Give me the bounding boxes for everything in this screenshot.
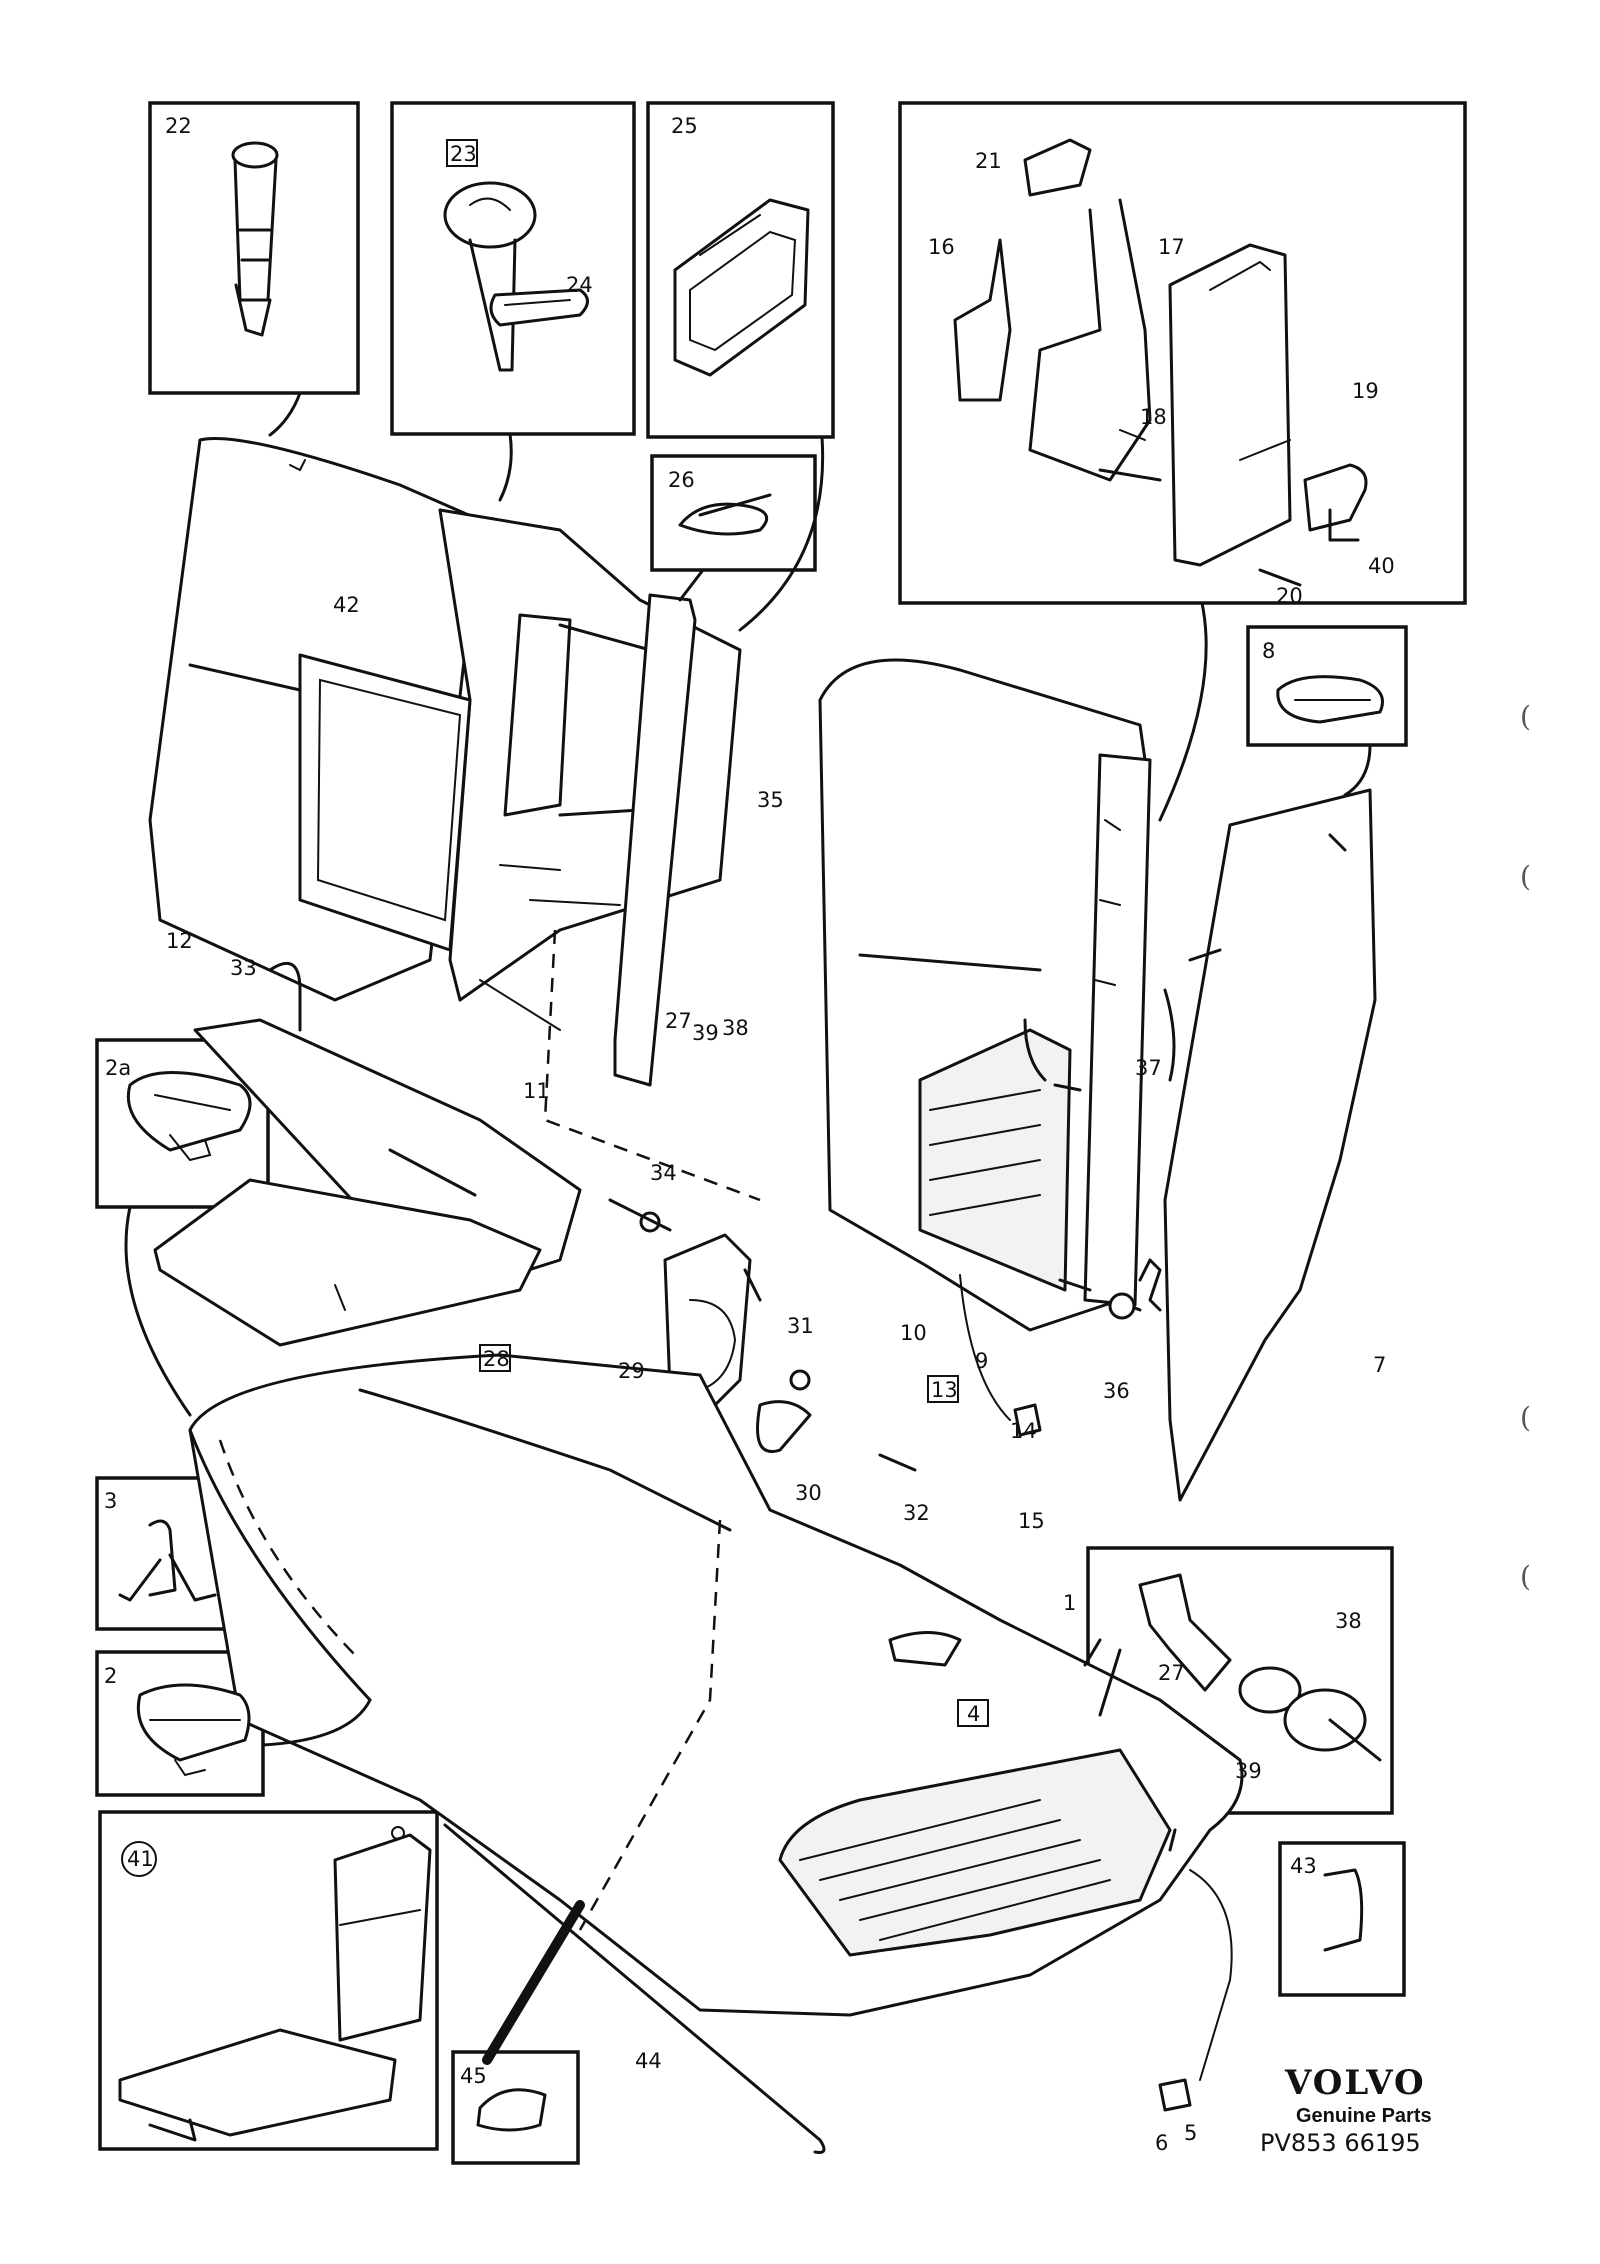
label-16: 16 [928, 235, 955, 259]
label-27b: 27 [1158, 1661, 1185, 1685]
label-2: 2 [104, 1664, 117, 1688]
label-6: 6 [1155, 2131, 1168, 2155]
part-45-clip [476, 2088, 547, 2132]
callout-box-26 [650, 454, 817, 572]
callout-box-43 [1278, 1841, 1406, 1997]
label-44: 44 [635, 2049, 662, 2073]
part-8 [1276, 675, 1384, 724]
part-23-24-knob [443, 181, 589, 372]
label-23: 23 [450, 142, 477, 166]
latch-assembly [953, 138, 1368, 587]
label-7: 7 [1373, 1353, 1386, 1377]
label-22: 22 [165, 114, 192, 138]
edge-mark-4: ( [1520, 1560, 1531, 1593]
label-43: 43 [1290, 1854, 1317, 1878]
label-27a: 27 [665, 1009, 692, 1033]
brand-logo: VOLVO [1284, 2063, 1426, 2103]
edge-mark-3: ( [1520, 1401, 1531, 1434]
seat-cushion-1 [188, 1353, 1244, 2112]
leader-lines [124, 391, 1372, 1852]
label-11: 11 [523, 1079, 550, 1103]
label-5: 5 [1184, 2121, 1197, 2145]
rod-44 [443, 1823, 826, 2154]
side-bolster-7 [1163, 788, 1377, 1502]
label-12: 12 [166, 929, 193, 953]
center-bracket-29 [608, 1198, 917, 1472]
armrest [153, 961, 582, 1347]
label-34: 34 [650, 1161, 677, 1185]
brand-subtitle: Genuine Parts [1296, 2105, 1432, 2127]
label-40: 40 [1368, 554, 1395, 578]
part-27-38-39-detail [1138, 1573, 1382, 1762]
label-19: 19 [1352, 379, 1379, 403]
label-28: 28 [483, 1347, 510, 1371]
label-3: 3 [104, 1489, 117, 1513]
label-26: 26 [668, 468, 695, 492]
label-33: 33 [230, 956, 257, 980]
part-22-pin [231, 141, 279, 337]
part-43 [1323, 1868, 1364, 1952]
diagram-reference: PV853 66195 [1260, 2129, 1421, 2157]
edge-mark-1: ( [1520, 700, 1531, 733]
label-42: 42 [333, 593, 360, 617]
label-18: 18 [1140, 405, 1167, 429]
label-13: 13 [931, 1378, 958, 1402]
label-8: 8 [1262, 639, 1275, 663]
label-32: 32 [903, 1501, 930, 1525]
label-10: 10 [900, 1321, 927, 1345]
edge-mark-2: ( [1520, 860, 1531, 893]
callout-labels: 22 23 24 25 26 21 16 17 19 18 40 20 8 42… [104, 114, 1395, 2155]
label-31: 31 [787, 1314, 814, 1338]
label-45: 45 [460, 2064, 487, 2088]
label-9: 9 [975, 1349, 988, 1373]
right-seat-back [818, 658, 1162, 1437]
label-2a: 2a [105, 1056, 131, 1080]
part-3 [118, 1519, 217, 1602]
label-36: 36 [1103, 1379, 1130, 1403]
label-41: 41 [127, 1847, 154, 1871]
label-39a: 39 [692, 1021, 719, 1045]
part-41-seat [118, 1826, 432, 2142]
label-25: 25 [671, 114, 698, 138]
part-2 [136, 1683, 251, 1777]
label-37: 37 [1135, 1056, 1162, 1080]
label-4: 4 [967, 1702, 980, 1726]
label-15: 15 [1018, 1509, 1045, 1533]
part-25-bracket [673, 198, 810, 377]
label-35: 35 [757, 788, 784, 812]
label-30: 30 [795, 1481, 822, 1505]
part-26-clip [678, 493, 772, 536]
label-20: 20 [1276, 584, 1303, 608]
label-29: 29 [618, 1359, 645, 1383]
clip-45-lead [482, 1900, 585, 2065]
label-21: 21 [975, 149, 1002, 173]
left-seat-back [148, 436, 761, 1202]
label-14: 14 [1010, 1419, 1037, 1443]
label-24: 24 [566, 273, 593, 297]
label-38a: 38 [722, 1016, 749, 1040]
part-2a [126, 1071, 252, 1162]
label-39b: 39 [1235, 1759, 1262, 1783]
label-17: 17 [1158, 235, 1185, 259]
label-1: 1 [1063, 1591, 1076, 1615]
label-38b: 38 [1335, 1609, 1362, 1633]
